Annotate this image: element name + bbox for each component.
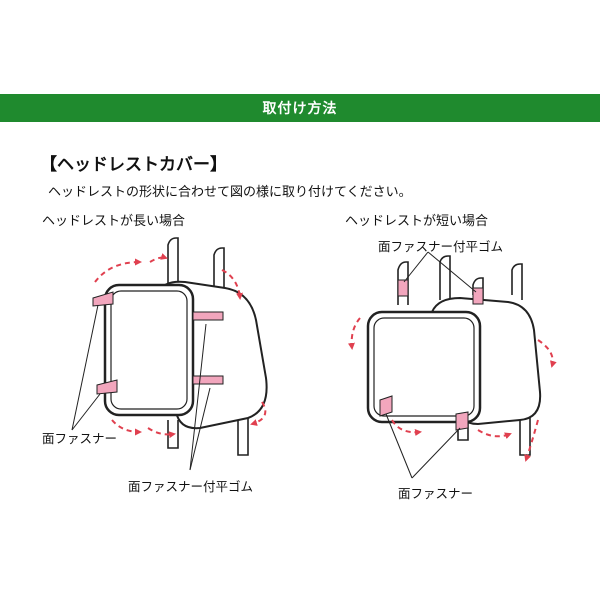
fastener-tab-right-top-1: [397, 279, 409, 297]
arrow-right-b: [537, 339, 557, 368]
elastic-strap-left-top: [192, 311, 224, 321]
long-headrest-figure: [71, 237, 268, 471]
leader-left-fastener-2: [71, 393, 101, 431]
arrow-right-e: [524, 419, 539, 462]
arrow-left-top-a: [94, 258, 142, 283]
leader-right-elastic-1: [403, 251, 429, 283]
leader-left-elastic-2: [189, 387, 211, 471]
arrow-right-d: [477, 429, 512, 440]
leader-right-elastic-2: [427, 251, 477, 293]
leader-left-elastic-1: [189, 323, 207, 471]
section-banner: 取付け方法: [0, 94, 600, 122]
leader-right-fastener-2: [411, 427, 461, 479]
leader-right-fastener-1: [385, 413, 413, 479]
arrow-right-a: [347, 317, 361, 350]
arrow-left-bottom-b: [147, 427, 176, 439]
cover-frame-right: [366, 310, 482, 424]
label-right-fastener: 面ファスナー: [398, 486, 474, 501]
label-right-fastener-elastic: 面ファスナー付平ゴム: [378, 239, 504, 254]
arrow-right-c: [391, 419, 422, 436]
arrow-left-bottom-a: [111, 419, 142, 436]
label-left-fastener: 面ファスナー: [42, 431, 118, 446]
arrow-left-top-b: [149, 253, 168, 263]
strap-right-4: [511, 263, 523, 300]
short-headrest-figure: [347, 251, 557, 479]
leader-left-fastener-1: [71, 304, 99, 431]
caption-short-headrest: ヘッドレストが短い場合: [345, 214, 489, 229]
cover-frame-left-inner: [110, 290, 188, 410]
arrow-left-top-c: [221, 269, 243, 300]
elastic-strap-left-bottom: [192, 375, 224, 385]
fastener-tab-left-top: [92, 291, 114, 307]
arrow-left-bottom-c: [250, 401, 267, 426]
instruction-text: ヘッドレストの形状に合わせて図の様に取り付けてください。: [48, 185, 412, 200]
banner-title: 取付け方法: [262, 101, 338, 117]
label-left-fastener-elastic: 面ファスナー付平ゴム: [128, 479, 254, 494]
fastener-tab-right-bottom-2: [455, 411, 469, 431]
cover-frame-left: [103, 283, 195, 417]
fastener-tab-right-bottom-1: [379, 395, 393, 417]
caption-long-headrest: ヘッドレストが長い場合: [42, 214, 186, 229]
section-title: 【ヘッドレストカバー】: [40, 155, 227, 175]
cover-frame-right-inner: [373, 317, 475, 417]
fastener-tab-left-bottom: [96, 379, 118, 395]
